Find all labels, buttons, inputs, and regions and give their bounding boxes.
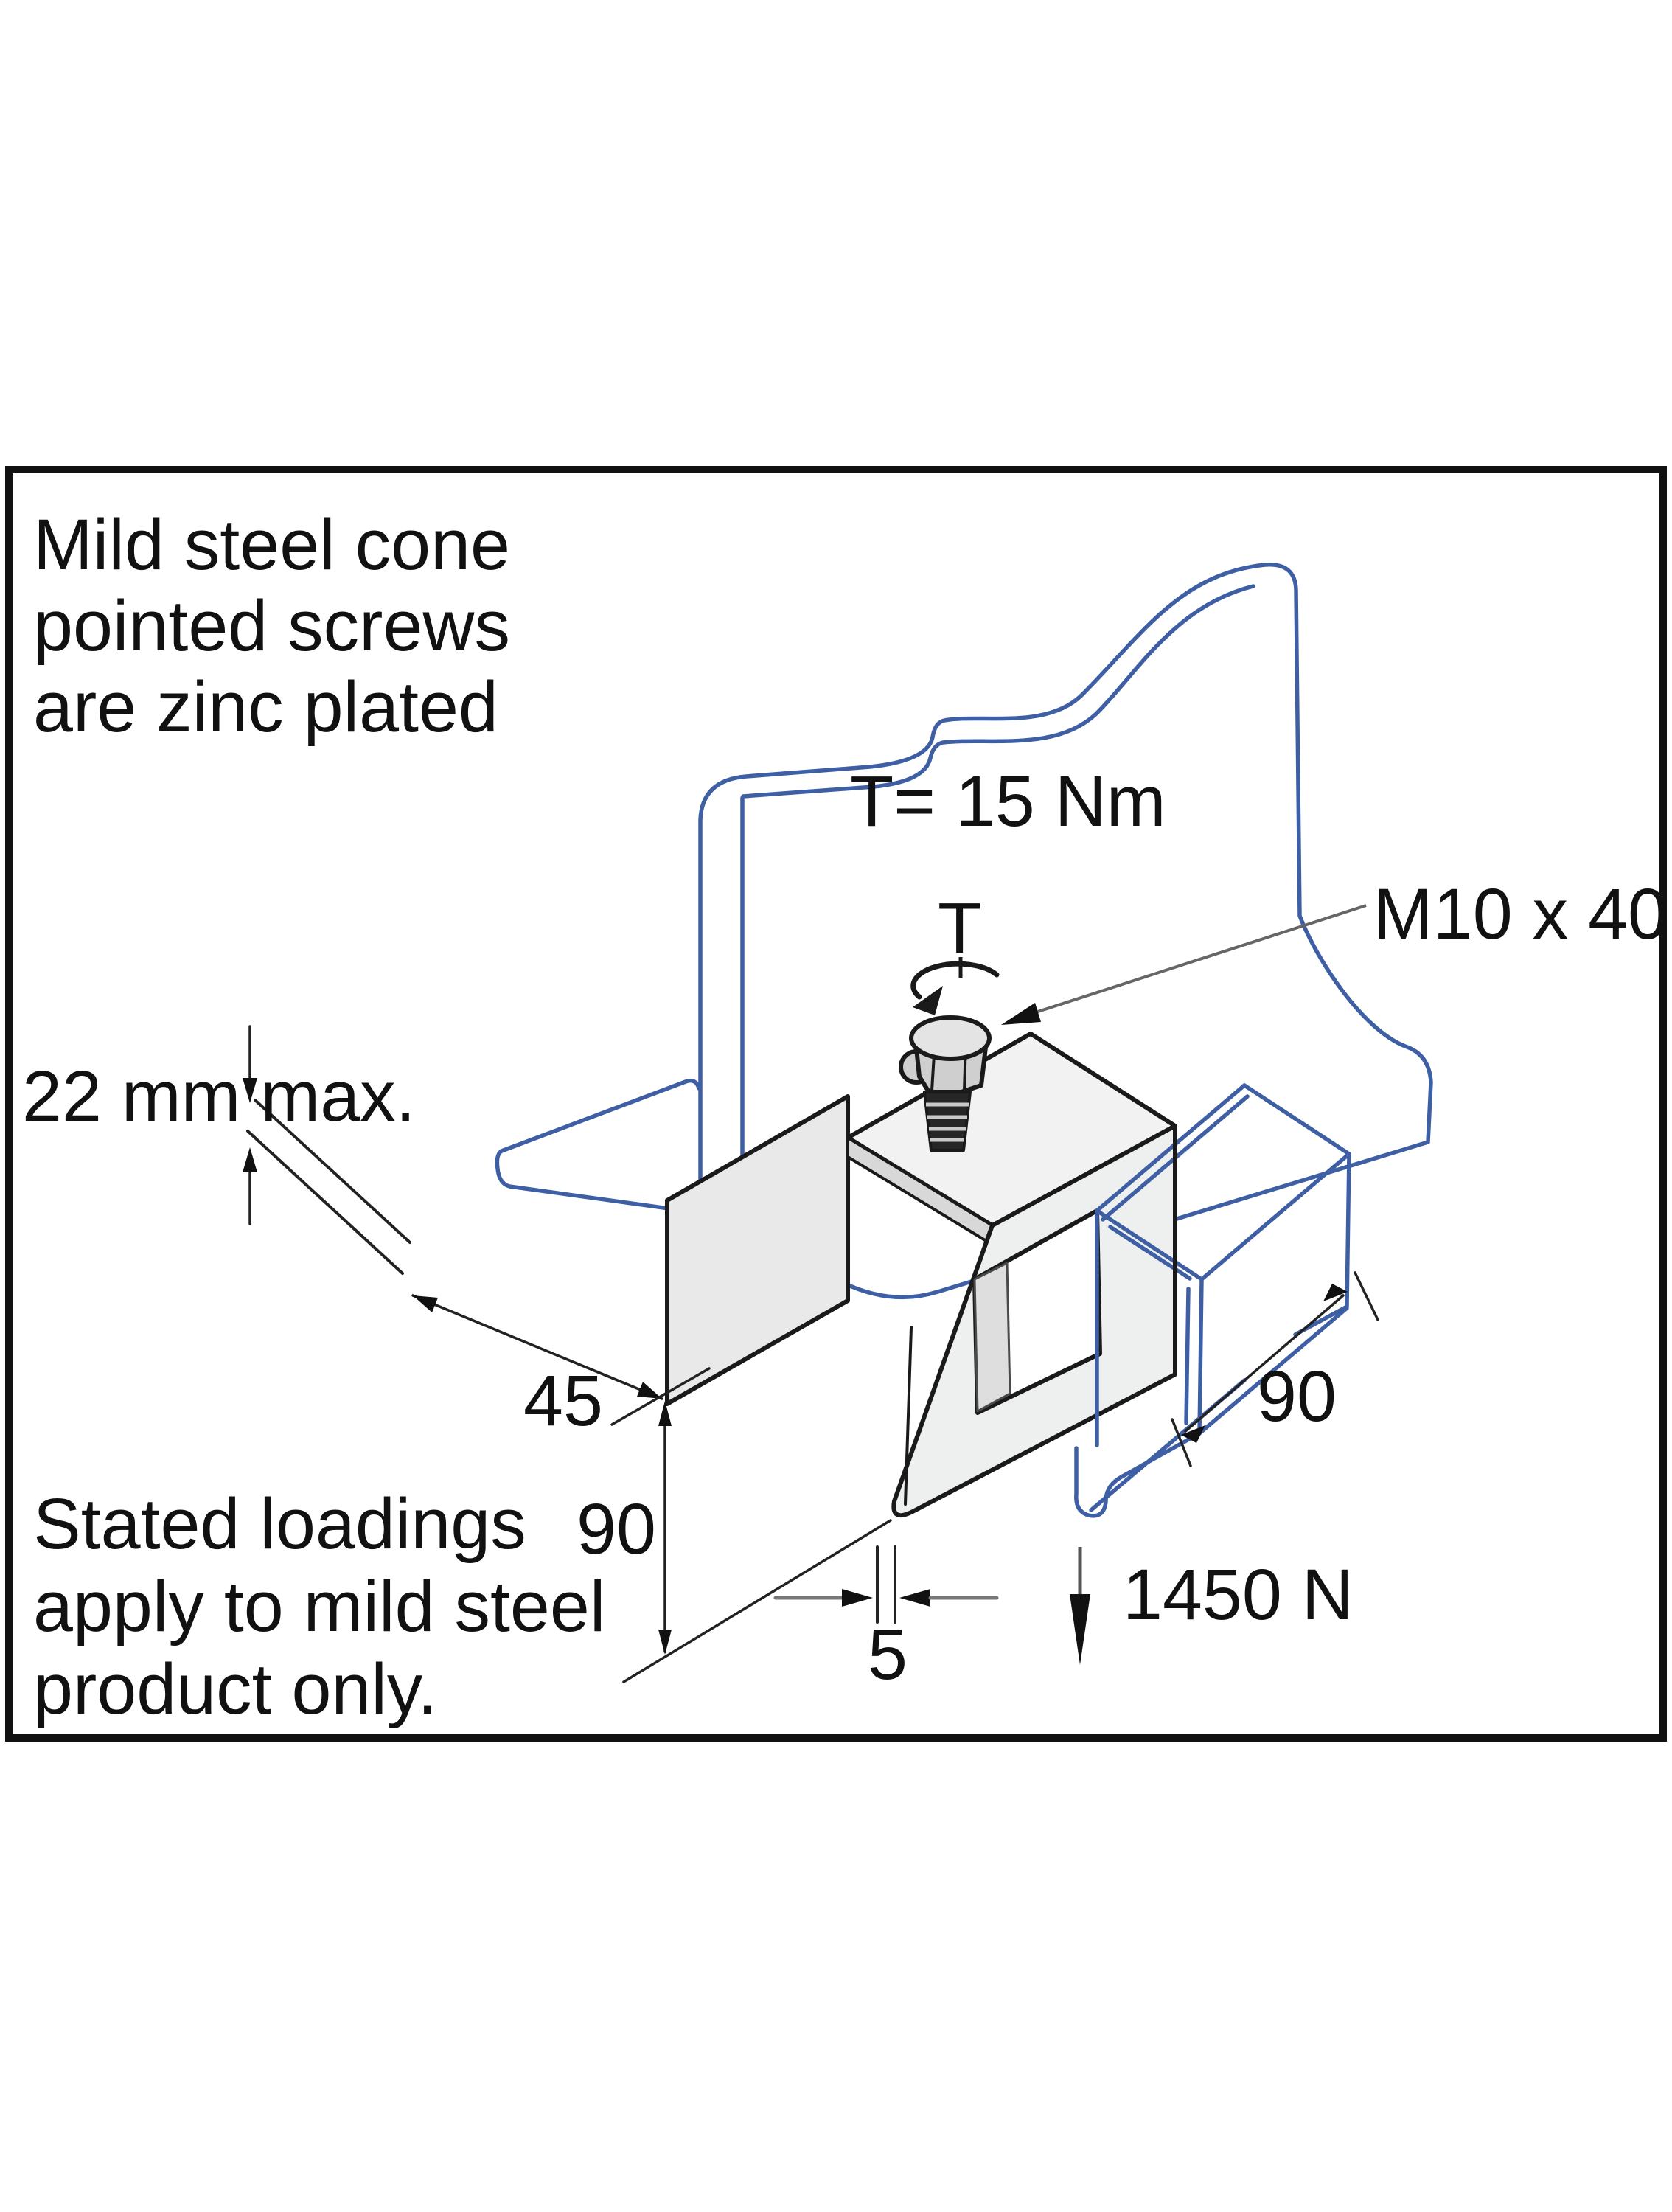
channel-near-face	[1074, 1208, 1204, 1518]
channel-edge-3	[1199, 1152, 1351, 1281]
gap-label: 5	[868, 1614, 908, 1694]
clamp-window-inner-face	[973, 1262, 1011, 1413]
dim-5-gap	[773, 1545, 999, 1624]
note-line-2: pointed screws	[33, 585, 510, 666]
note-line-3: are zinc plated	[33, 667, 498, 747]
statement-line-2: apply to mild steel	[33, 1566, 605, 1646]
load-arrow-icon	[1070, 1547, 1090, 1665]
channel-length-label: 90	[1257, 1356, 1337, 1436]
flange-thickness-label: 22 mm max.	[22, 1056, 416, 1136]
clamp-fold-line	[904, 1326, 913, 1506]
channel-inner-lip-right	[1184, 1287, 1191, 1425]
statement-line-1: Stated loadings	[33, 1484, 526, 1564]
channel-far-face	[1242, 1083, 1351, 1337]
bolt-spec-label: M10 x 40	[1373, 874, 1668, 954]
torque-symbol-label: T	[938, 888, 981, 968]
dim-45	[411, 1294, 711, 1426]
jaw-width-label: 45	[523, 1360, 603, 1441]
beam-profile	[495, 563, 1433, 1300]
clamp-body	[665, 1032, 1177, 1518]
torque-arrow-icon	[910, 957, 1000, 1015]
dim-90-height	[622, 1401, 892, 1683]
channel-edge-1	[1095, 1083, 1247, 1213]
clamp-left-jaw	[665, 1094, 850, 1406]
torque-value-label: T= 15 Nm	[850, 761, 1166, 841]
note-line-1: Mild steel cone	[33, 504, 510, 585]
load-rating-label: 1450 N	[1123, 1554, 1354, 1635]
beam-inner-edge	[741, 584, 1255, 799]
statement-line-3: product only.	[33, 1649, 437, 1729]
channel-edge-4	[1197, 1306, 1349, 1436]
leader-m10	[1001, 904, 1367, 1025]
dim-90-channel	[1171, 1271, 1379, 1467]
flange-top-edge	[501, 1078, 701, 1152]
dim-22mm	[243, 1025, 411, 1275]
hex-bolt-icon	[899, 1015, 992, 1152]
height-label: 90	[577, 1489, 656, 1569]
beam-outline	[495, 563, 1433, 1300]
